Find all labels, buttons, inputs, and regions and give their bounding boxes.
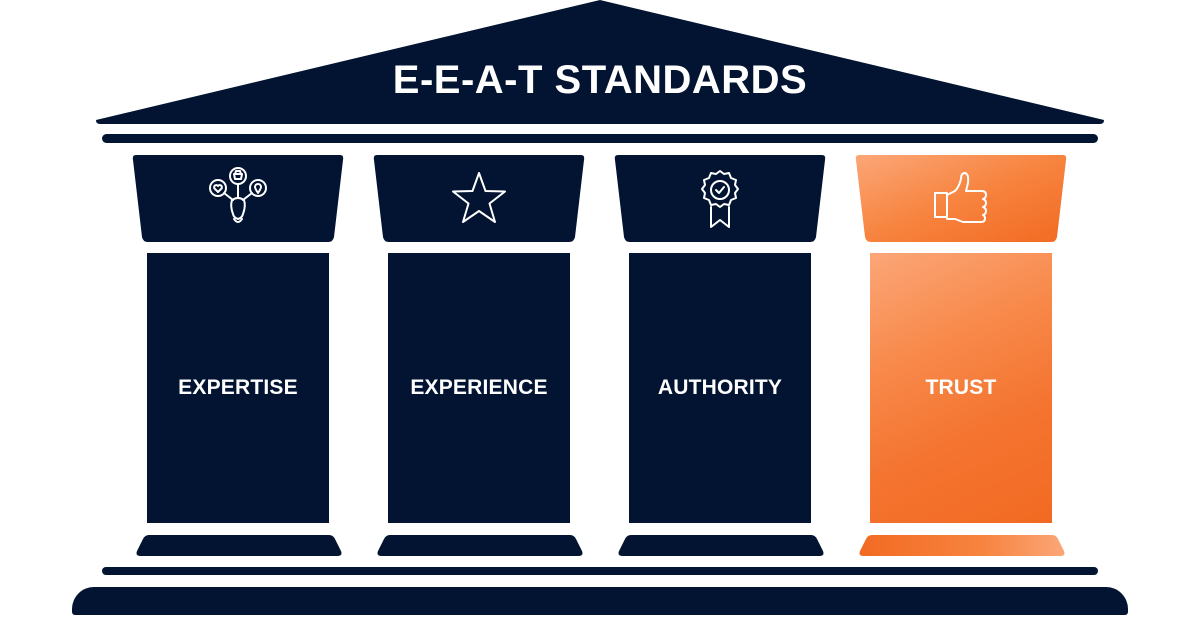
pillar-capital-authority: [614, 155, 826, 242]
pillar-capital-expertise: [132, 155, 344, 242]
page-title: E-E-A-T STANDARDS: [392, 58, 808, 102]
pillar-base-trust: [859, 535, 1065, 556]
pillar-label-experience: EXPERIENCE: [410, 376, 548, 399]
pillar-base-experience: [377, 535, 583, 556]
pillar-shaft-authority: AUTHORITY: [629, 253, 811, 523]
pillar-shaft-expertise: EXPERTISE: [147, 253, 329, 523]
pillar-label-expertise: EXPERTISE: [178, 376, 298, 399]
pillar-shaft-experience: EXPERIENCE: [388, 253, 570, 523]
star-icon: [452, 172, 506, 223]
pillar-base-authority: [618, 535, 824, 556]
pillar-label-authority: AUTHORITY: [657, 376, 783, 399]
pillar-label-trust: TRUST: [925, 376, 997, 399]
person-network-icon: [209, 167, 267, 223]
pillar-capital-trust: [855, 155, 1067, 242]
foundation-step-bar: [102, 567, 1098, 575]
entablature-beam: [102, 134, 1098, 143]
pillar-shaft-trust: TRUST: [870, 253, 1052, 523]
foundation-slab: [72, 587, 1128, 615]
pillar-capital-experience: [373, 155, 585, 242]
roof-pediment: [96, 0, 1104, 124]
pillar-base-expertise: [136, 535, 342, 556]
award-badge-icon: [701, 170, 739, 228]
thumbs-up-icon: [934, 172, 987, 223]
